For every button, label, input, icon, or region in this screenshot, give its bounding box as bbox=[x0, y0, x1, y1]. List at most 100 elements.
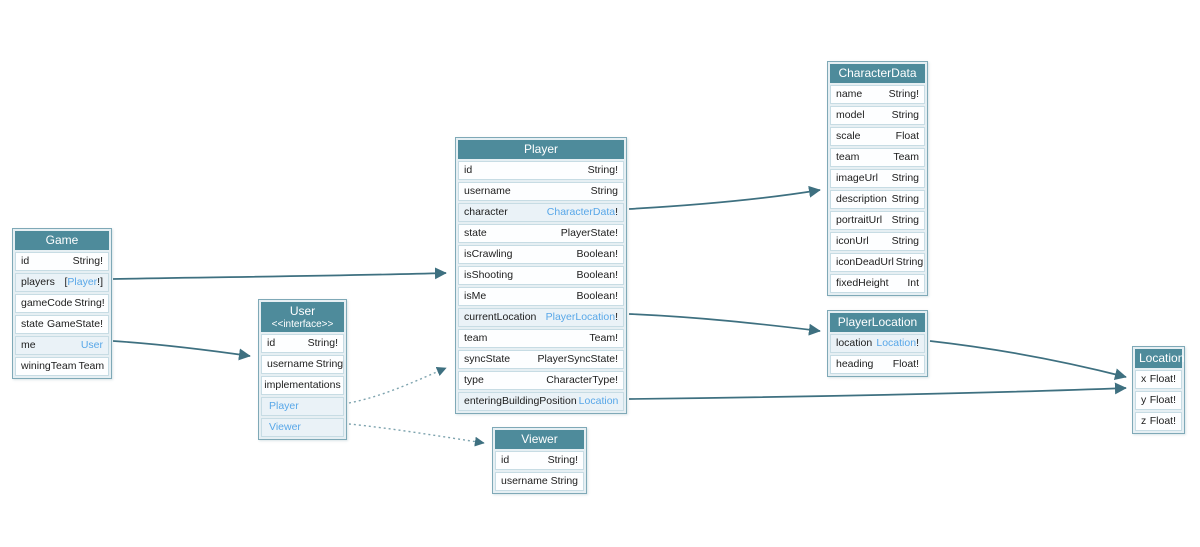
field-name: scale bbox=[836, 130, 861, 142]
type-text: PlayerState! bbox=[560, 227, 618, 239]
field-row-name[interactable]: name String! bbox=[830, 85, 925, 104]
type-text: Float! bbox=[1149, 415, 1176, 427]
table-header-user[interactable]: User <<interface>> bbox=[261, 302, 344, 332]
table-header-playerlocation[interactable]: PlayerLocation bbox=[830, 313, 925, 332]
edge-game-me-to-user bbox=[112, 340, 251, 361]
field-name: enteringBuildingPosition bbox=[464, 395, 577, 407]
field-row-syncState[interactable]: syncState PlayerSyncState! bbox=[458, 350, 624, 369]
type-text: String! bbox=[888, 88, 919, 100]
field-type: User bbox=[81, 339, 103, 352]
field-name: id bbox=[267, 337, 276, 349]
table-header-characterdata[interactable]: CharacterData bbox=[830, 64, 925, 83]
type-link[interactable]: Viewer bbox=[269, 421, 301, 433]
table-header-location[interactable]: Location bbox=[1135, 349, 1184, 368]
field-row-players[interactable]: players[Player!] bbox=[15, 273, 109, 292]
type-link[interactable]: CharacterData bbox=[546, 206, 616, 218]
field-name: name bbox=[836, 88, 863, 100]
field-type: String bbox=[892, 193, 919, 206]
type-text: GameState! bbox=[46, 318, 103, 330]
field-name: location bbox=[836, 337, 873, 349]
type-text: String! bbox=[74, 297, 105, 309]
field-type: Player bbox=[269, 400, 299, 413]
type-text: PlayerSyncState! bbox=[537, 353, 618, 365]
field-row-team[interactable]: team Team bbox=[830, 148, 925, 167]
field-type: PlayerSyncState! bbox=[537, 353, 618, 366]
field-name: state bbox=[464, 227, 487, 239]
type-link[interactable]: Player bbox=[67, 276, 98, 288]
field-type: String bbox=[892, 214, 919, 227]
field-name: state bbox=[21, 318, 44, 330]
field-name: syncState bbox=[464, 353, 511, 365]
type-text: Float! bbox=[1149, 394, 1176, 406]
table-header-game[interactable]: Game bbox=[15, 231, 109, 250]
field-name: team bbox=[836, 151, 860, 163]
type-text: Float! bbox=[1149, 373, 1176, 385]
field-type: String bbox=[892, 172, 919, 185]
type-link[interactable]: User bbox=[80, 339, 103, 351]
field-name: username bbox=[267, 358, 314, 370]
field-type: CharacterData! bbox=[547, 206, 618, 219]
field-name: id bbox=[21, 255, 30, 267]
type-text: Float! bbox=[892, 358, 919, 370]
table-header-viewer[interactable]: Viewer bbox=[495, 430, 584, 449]
field-type: Float! bbox=[1150, 415, 1176, 428]
field-row-state[interactable]: state PlayerState! bbox=[458, 224, 624, 243]
field-row-Viewer[interactable]: Viewer bbox=[261, 418, 344, 437]
field-type: String bbox=[896, 256, 923, 269]
type-link[interactable]: PlayerLocation bbox=[545, 311, 616, 323]
type-text: String bbox=[891, 172, 919, 184]
field-name: username bbox=[464, 185, 511, 197]
type-link[interactable]: Player bbox=[269, 400, 299, 412]
field-type: Team! bbox=[589, 332, 618, 345]
field-type: String bbox=[892, 235, 919, 248]
edge-user-implementation-viewer bbox=[348, 423, 485, 447]
type-text: Boolean! bbox=[576, 248, 618, 260]
field-type: Team bbox=[893, 151, 919, 164]
field-row-Player[interactable]: Player bbox=[261, 397, 344, 416]
table-header-player[interactable]: Player bbox=[458, 140, 624, 159]
type-link[interactable]: Location bbox=[578, 395, 619, 407]
type-link[interactable]: Location bbox=[876, 337, 917, 349]
field-type: String! bbox=[889, 88, 919, 101]
type-text: Team bbox=[893, 151, 919, 163]
